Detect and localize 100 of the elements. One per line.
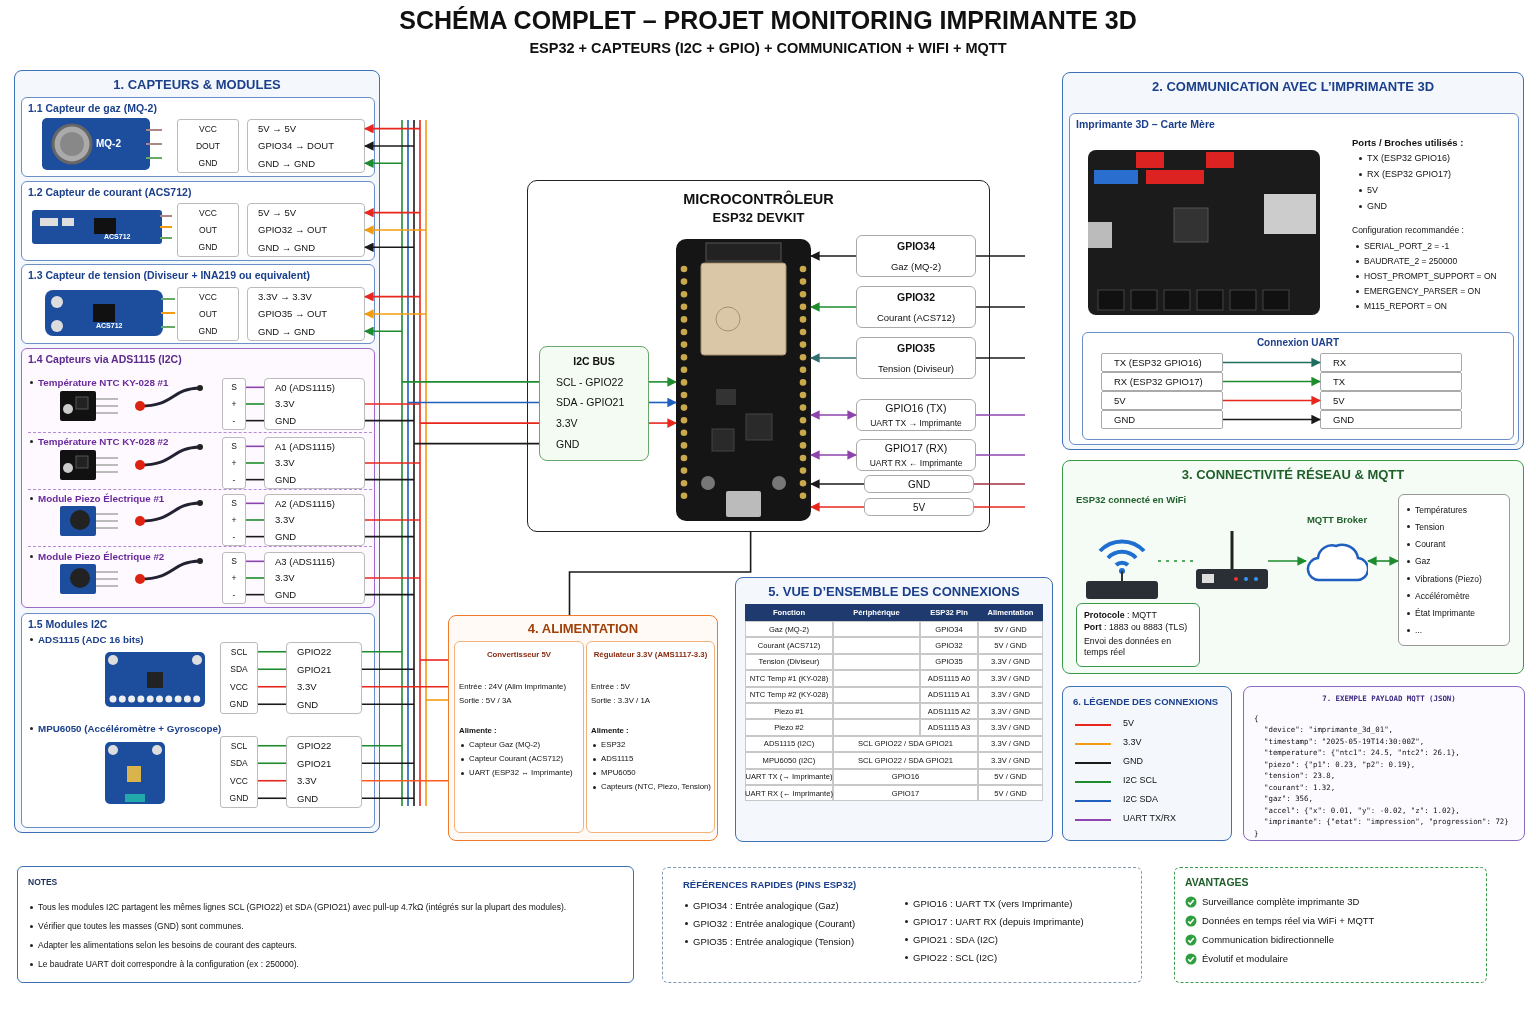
text-line: Port : 1883 ou 8883 (TLS) bbox=[1084, 621, 1189, 633]
panel-heading: 1.1 Capteur de gaz (MQ-2) bbox=[27, 101, 158, 116]
pin-label: SDA bbox=[230, 758, 248, 769]
pin-label: + bbox=[231, 458, 237, 468]
list-card bbox=[1398, 494, 1510, 646]
section-heading: 4. ALIMENTATION bbox=[526, 620, 640, 636]
pin-label-box bbox=[177, 203, 239, 257]
text-line: Protocole : MQTT bbox=[1084, 609, 1158, 621]
pin-label-box bbox=[222, 552, 246, 604]
wire bbox=[257, 779, 287, 782]
text-line: SDA - GPIO21 bbox=[556, 396, 626, 409]
arrow bbox=[810, 302, 857, 312]
arrow bbox=[1222, 357, 1321, 368]
wire bbox=[257, 650, 287, 653]
legend-text: 3.3V bbox=[1123, 737, 1142, 747]
wire bbox=[568, 531, 752, 616]
text-line: GND → GND bbox=[258, 241, 316, 253]
legend-text: I2C SCL bbox=[1123, 775, 1157, 785]
wire bbox=[361, 797, 415, 800]
pin-mapping-box bbox=[247, 119, 365, 173]
panel-heading: 1.4 Capteurs via ADS1115 (I2C) bbox=[27, 352, 183, 367]
wire bbox=[364, 478, 415, 481]
benefits-panel bbox=[1174, 867, 1487, 983]
wire bbox=[975, 255, 1026, 257]
pin-label: + bbox=[231, 399, 237, 409]
text-line: 3.3V bbox=[275, 398, 296, 410]
pin-mapping-box bbox=[247, 287, 365, 341]
text-line: SCL - GPIO22 bbox=[556, 375, 625, 388]
text-line: RX (ESP32 GPIO17) bbox=[1114, 376, 1204, 387]
wire bbox=[245, 462, 265, 464]
section-heading: 3. CONNECTIVITÉ RÉSEAU & MQTT bbox=[1180, 466, 1406, 482]
reference-panel bbox=[662, 867, 1142, 983]
pin-mapping-box bbox=[264, 552, 365, 604]
arrow bbox=[648, 397, 677, 408]
list-item: Évolutif et modulaire bbox=[1202, 953, 1289, 964]
arrow bbox=[364, 207, 421, 218]
pin-label-box bbox=[222, 494, 246, 546]
list-item: HOST_PROMPT_SUPPORT = ON bbox=[1354, 271, 1497, 281]
list-item: GPIO16 : UART TX (vers Imprimante) bbox=[903, 898, 1073, 909]
arrow bbox=[364, 326, 403, 337]
panel-heading: Imprimante 3D – Carte Mère bbox=[1075, 117, 1216, 132]
text-line: TX (ESP32 GPIO16) bbox=[1114, 357, 1203, 368]
text-line: UART RX ← Imprimante bbox=[869, 458, 963, 468]
list-item: Surveillance complète imprimante 3D bbox=[1202, 896, 1360, 907]
pin-row bbox=[1320, 353, 1462, 372]
node-caption: MQTT Broker bbox=[1306, 514, 1368, 525]
text-line: UART TX → Imprimante bbox=[870, 418, 962, 428]
arrow bbox=[810, 450, 857, 460]
wire bbox=[361, 650, 403, 653]
wire bbox=[975, 306, 1026, 308]
text-line: 3.3V bbox=[556, 417, 579, 430]
text-line: 3.3V bbox=[275, 572, 296, 584]
arrow bbox=[1222, 414, 1321, 425]
wire bbox=[364, 535, 415, 538]
text-line: GPIO17 (RX) bbox=[884, 442, 948, 454]
pin-box bbox=[856, 235, 976, 277]
pin-row bbox=[1320, 391, 1462, 410]
list-item: GPIO35 : Entrée analogique (Tension) bbox=[683, 936, 855, 947]
wire bbox=[361, 668, 415, 671]
text-line: 5V → 5V bbox=[258, 123, 298, 135]
arrow bbox=[648, 377, 677, 387]
section-heading: 2. COMMUNICATION AVEC L’IMPRIMANTE 3D bbox=[1150, 78, 1436, 94]
text-line: GPIO35 bbox=[897, 342, 935, 355]
section-panel bbox=[1062, 460, 1524, 674]
module-heading: MPU6050 (Accéléromètre + Gyroscope) bbox=[28, 723, 222, 734]
legend-text: UART TX/RX bbox=[1123, 813, 1176, 823]
wire bbox=[245, 403, 265, 405]
legend-text: I2C SDA bbox=[1123, 794, 1158, 804]
wire bbox=[257, 685, 287, 688]
info-card bbox=[586, 641, 715, 833]
pin-mapping-box bbox=[286, 736, 362, 808]
arrow bbox=[1222, 395, 1321, 406]
pin-mapping-box bbox=[264, 494, 365, 546]
arrow bbox=[1267, 556, 1307, 566]
pin-label: VCC bbox=[199, 207, 217, 218]
text-line: ESP32 DEVKIT bbox=[711, 209, 806, 225]
text-line: GND bbox=[297, 698, 320, 710]
subsection-panel bbox=[1082, 332, 1514, 440]
section-heading: NOTES bbox=[28, 876, 59, 889]
pin-label: S bbox=[231, 498, 237, 509]
pin-label: GND bbox=[198, 158, 218, 169]
list-item: BAUDRATE_2 = 250000 bbox=[1354, 256, 1458, 266]
list-item: Vibrations (Piezo) bbox=[1405, 573, 1503, 584]
arrow bbox=[810, 251, 857, 261]
arrow bbox=[1222, 376, 1321, 387]
wire bbox=[245, 386, 265, 389]
section-heading: 6. LÉGENDE DES CONNEXIONS bbox=[1072, 695, 1220, 707]
pin-label: GND bbox=[198, 242, 218, 253]
pin-mapping-box bbox=[264, 378, 365, 430]
caption-text: ESP32 connecté en WiFi bbox=[1076, 494, 1187, 505]
list-heading: Ports / Broches utilisés : bbox=[1352, 137, 1464, 148]
arrow bbox=[810, 479, 865, 489]
text-line: GND bbox=[556, 437, 581, 450]
wire bbox=[361, 762, 415, 765]
pin-label: S bbox=[231, 556, 237, 567]
pin-label: VCC bbox=[199, 291, 217, 302]
list-item: RX (ESP32 GPIO17) bbox=[1357, 169, 1452, 179]
list-item: GPIO32 : Entrée analogique (Courant) bbox=[683, 918, 856, 929]
text-line: GND bbox=[275, 415, 298, 427]
pin-label: OUT bbox=[199, 225, 217, 235]
